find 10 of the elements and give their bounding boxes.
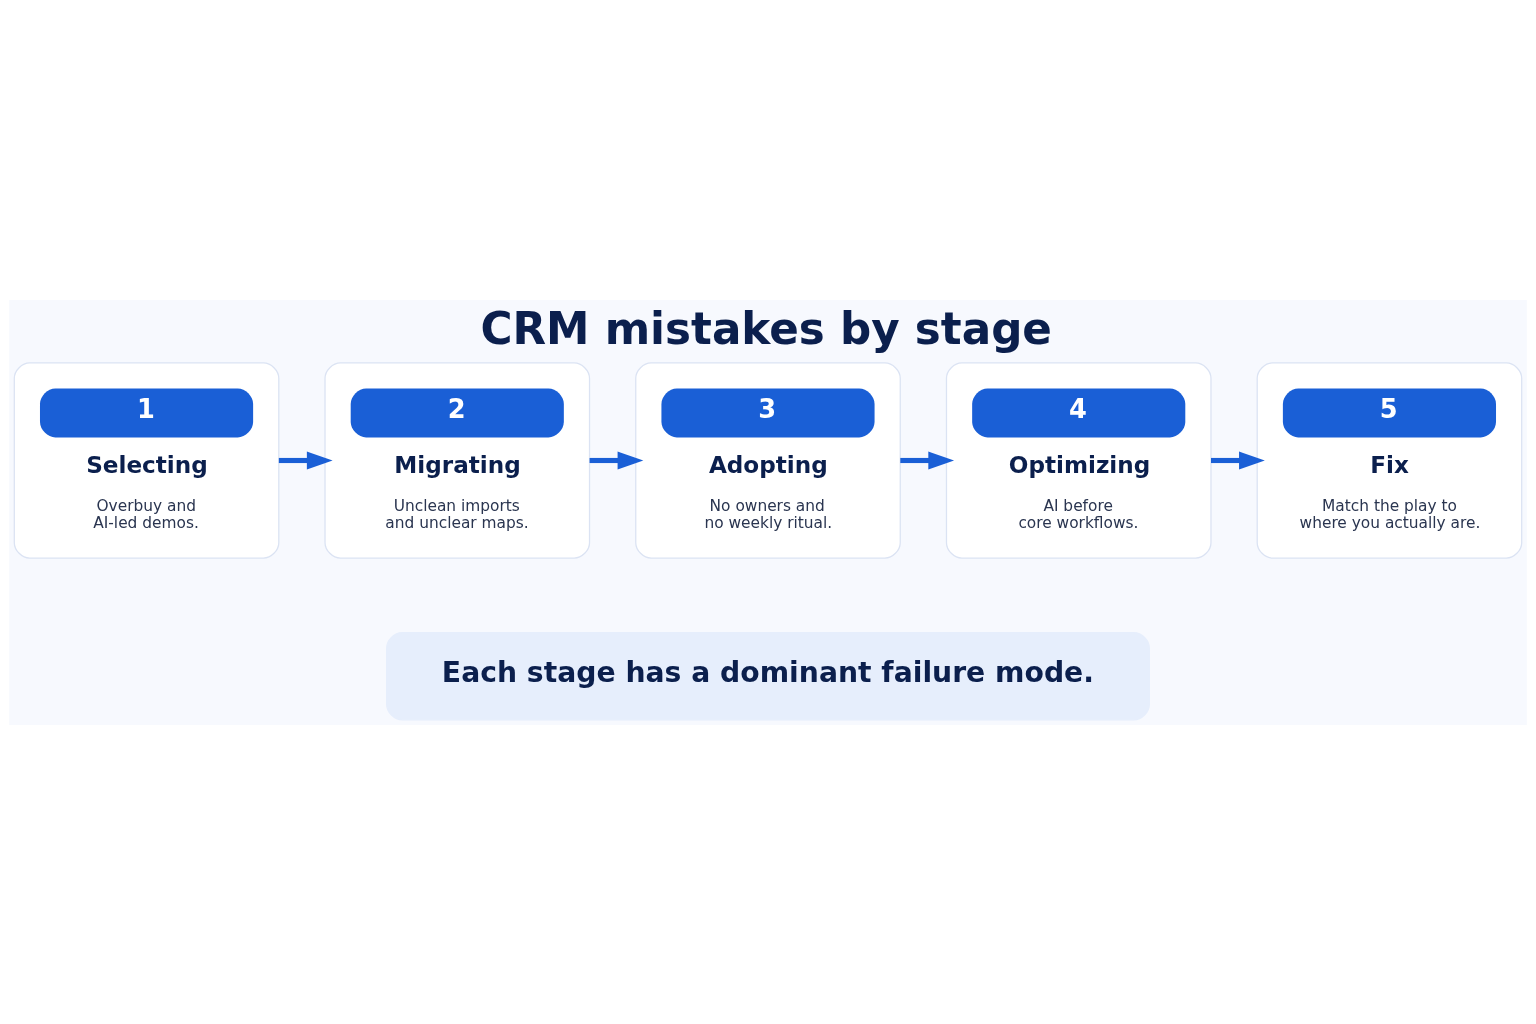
arrow bbox=[589, 451, 644, 469]
arrow bbox=[278, 451, 333, 469]
node-box: 5 Fix Match the play to where you actually are. bbox=[1256, 361, 1523, 559]
arrow bbox=[900, 451, 955, 469]
node-box: 3 Adopting No owners and no weekly ritual. bbox=[635, 361, 901, 559]
arrow bbox=[1211, 451, 1265, 469]
node-box: 2 Migrating Unclean imports and unclear maps. bbox=[324, 361, 591, 559]
diagram-title: CRM mistakes by stage bbox=[480, 302, 1052, 354]
node-box: 4 Optimizing AI before core workflows. bbox=[945, 361, 1212, 559]
node-box: 1 Selecting Overbuy and AI-led demos. bbox=[13, 361, 280, 559]
